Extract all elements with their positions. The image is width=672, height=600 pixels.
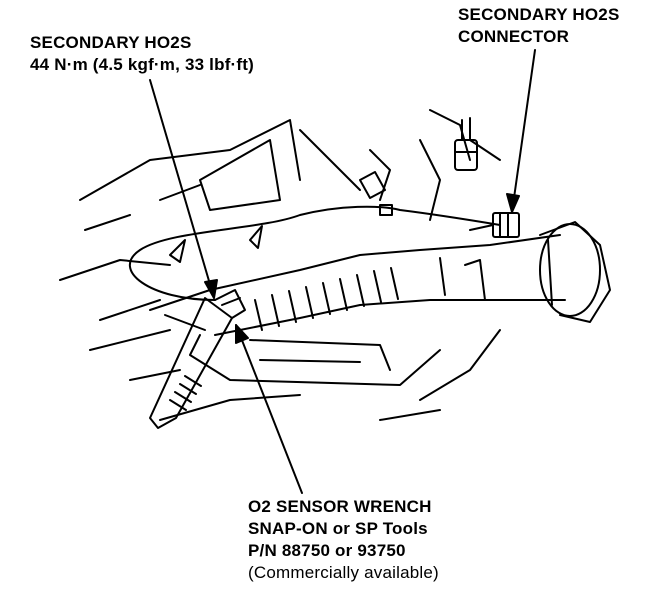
connector-subtitle: CONNECTOR [458, 27, 570, 46]
exhaust-pipe [149, 234, 566, 386]
leader-ho2s [149, 79, 215, 299]
secondary-ho2s-title: SECONDARY HO2S [30, 33, 192, 52]
secondary-ho2s-label: SECONDARY HO2S 44 N·m (4.5 kgf·m, 33 lbf… [30, 32, 254, 76]
leader-connector [511, 49, 536, 213]
arrowhead-connector [506, 193, 520, 213]
arrowhead-wrench [235, 324, 249, 344]
connector-icon [454, 117, 520, 238]
leader-arrows [149, 49, 536, 494]
connector-title: SECONDARY HO2S [458, 5, 620, 24]
secondary-ho2s-torque: 44 N·m (4.5 kgf·m, 33 lbf·ft) [30, 55, 254, 74]
wrench-icon [149, 289, 246, 429]
connector-label: SECONDARY HO2S CONNECTOR [458, 4, 620, 48]
sensor-wire [128, 171, 501, 301]
wrench-label: O2 SENSOR WRENCH SNAP-ON or SP Tools P/N… [248, 496, 439, 584]
wrench-title: O2 SENSOR WRENCH [248, 497, 432, 516]
wrench-part-number: P/N 88750 or 93750 [248, 541, 406, 560]
arrowhead-ho2s [204, 279, 218, 299]
wrench-availability: (Commercially available) [248, 563, 439, 582]
wrench-maker: SNAP-ON or SP Tools [248, 519, 428, 538]
catalytic-converter [439, 221, 611, 323]
floor-pan [59, 109, 501, 421]
leader-wrench [235, 324, 303, 494]
